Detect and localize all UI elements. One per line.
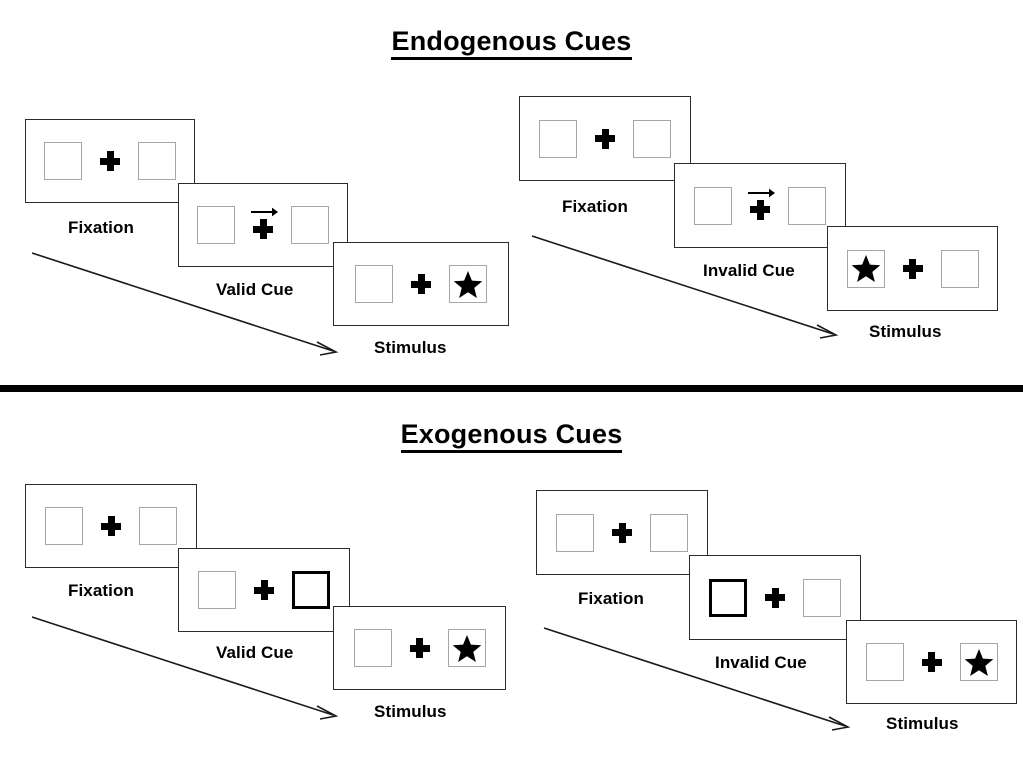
star-icon xyxy=(964,648,993,676)
panel-exogenous-valid-cue xyxy=(178,548,350,632)
panel-exogenous-invalid-cue xyxy=(689,555,861,640)
panel-exogenous-valid-fixation xyxy=(25,484,197,568)
panel-exogenous-invalid-fixation xyxy=(536,490,708,575)
plus-icon xyxy=(595,128,615,149)
placeholder-box-right xyxy=(803,578,841,617)
panel-exogenous-invalid-stimulus xyxy=(846,620,1017,704)
placeholder-box-left xyxy=(355,265,393,303)
placeholder-box-right-with-stimulus xyxy=(449,265,487,303)
arrow-right-icon xyxy=(748,188,775,197)
placeholder-box-right-cued xyxy=(292,571,330,609)
placeholder-box-right xyxy=(291,206,329,244)
placeholder-box-left xyxy=(865,643,904,681)
placeholder-box-left xyxy=(353,629,392,667)
plus-icon xyxy=(100,151,120,171)
placeholder-box-right xyxy=(633,119,671,158)
plus-icon xyxy=(921,652,942,672)
plus-icon xyxy=(765,587,785,608)
placeholder-box-right xyxy=(139,507,177,545)
section-title-exogenous: Exogenous Cues xyxy=(0,419,1023,453)
section-divider xyxy=(0,385,1023,392)
placeholder-box-right xyxy=(138,142,176,180)
plus-icon xyxy=(902,258,923,279)
caption-endogenous-valid-stimulus: Stimulus xyxy=(374,338,447,357)
panel-endogenous-valid-stimulus xyxy=(333,242,509,326)
caption-endogenous-valid-cue: Valid Cue xyxy=(216,280,294,299)
plus-icon xyxy=(409,638,430,658)
plus-icon xyxy=(612,522,632,543)
caption-exogenous-invalid-stimulus: Stimulus xyxy=(886,714,959,733)
caption-endogenous-invalid-stimulus: Stimulus xyxy=(869,322,942,341)
placeholder-box-left xyxy=(198,571,236,609)
placeholder-box-left xyxy=(197,206,235,244)
placeholder-box-right xyxy=(788,186,826,225)
caption-exogenous-valid-stimulus: Stimulus xyxy=(374,702,447,721)
placeholder-box-right xyxy=(940,249,979,288)
central-cue xyxy=(251,206,278,244)
plus-icon xyxy=(411,274,431,294)
panel-endogenous-invalid-stimulus xyxy=(827,226,998,311)
caption-endogenous-invalid-cue: Invalid Cue xyxy=(703,261,795,280)
plus-icon xyxy=(750,199,770,220)
plus-icon xyxy=(101,516,121,536)
caption-exogenous-invalid-fixation: Fixation xyxy=(578,589,644,608)
section-title-endogenous-text: Endogenous Cues xyxy=(391,26,632,60)
arrow-right-icon xyxy=(251,207,278,217)
placeholder-box-right xyxy=(650,513,688,552)
panel-endogenous-invalid-fixation xyxy=(519,96,691,181)
plus-icon xyxy=(253,219,273,239)
caption-endogenous-invalid-fixation: Fixation xyxy=(562,197,628,216)
placeholder-box-right-with-stimulus xyxy=(447,629,486,667)
placeholder-box-right-with-stimulus xyxy=(959,643,998,681)
star-icon xyxy=(452,634,481,662)
placeholder-box-left xyxy=(556,513,594,552)
section-title-endogenous: Endogenous Cues xyxy=(0,26,1023,60)
central-cue xyxy=(748,187,775,225)
panel-endogenous-valid-cue xyxy=(178,183,348,267)
placeholder-box-left xyxy=(694,186,732,225)
panel-endogenous-invalid-cue xyxy=(674,163,846,248)
panel-exogenous-valid-stimulus xyxy=(333,606,506,690)
star-icon xyxy=(453,270,483,298)
placeholder-box-left xyxy=(539,119,577,158)
plus-icon xyxy=(254,580,274,600)
panel-endogenous-valid-fixation xyxy=(25,119,195,203)
placeholder-box-left xyxy=(44,142,82,180)
caption-exogenous-invalid-cue: Invalid Cue xyxy=(715,653,807,672)
caption-exogenous-valid-fixation: Fixation xyxy=(68,581,134,600)
caption-exogenous-valid-cue: Valid Cue xyxy=(216,643,294,662)
section-title-exogenous-text: Exogenous Cues xyxy=(400,419,623,453)
placeholder-box-left-with-stimulus xyxy=(846,249,885,288)
placeholder-box-left xyxy=(45,507,83,545)
placeholder-box-left-cued xyxy=(709,578,747,617)
caption-endogenous-valid-fixation: Fixation xyxy=(68,218,134,237)
star-icon xyxy=(851,255,880,282)
